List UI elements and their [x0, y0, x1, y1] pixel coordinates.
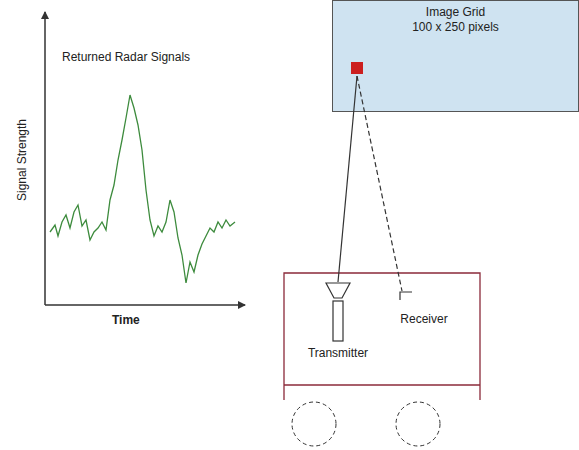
chart-title: Returned Radar Signals: [62, 50, 190, 64]
vehicle-body: [284, 273, 480, 400]
x-axis: [45, 304, 245, 306]
part-label: Receiver: [400, 312, 447, 326]
receiver-symbol: [400, 292, 412, 300]
transmitter-body: [333, 301, 343, 341]
box-text: 100 x 250 pixels: [412, 20, 499, 35]
vehicle-floor: [284, 384, 480, 385]
image-grid-box: Image Grid100 x 250 pixels: [332, 0, 579, 112]
horn-antenna: [326, 283, 350, 298]
signal-trace: [50, 95, 235, 283]
y-axis: [44, 12, 46, 305]
wheel: [292, 402, 336, 446]
wheel: [396, 402, 440, 446]
axis-label: Signal Strength: [15, 119, 29, 201]
part-label: Transmitter: [308, 346, 368, 360]
axis-label: Time: [112, 313, 140, 327]
box-heading: Image Grid: [426, 5, 485, 20]
